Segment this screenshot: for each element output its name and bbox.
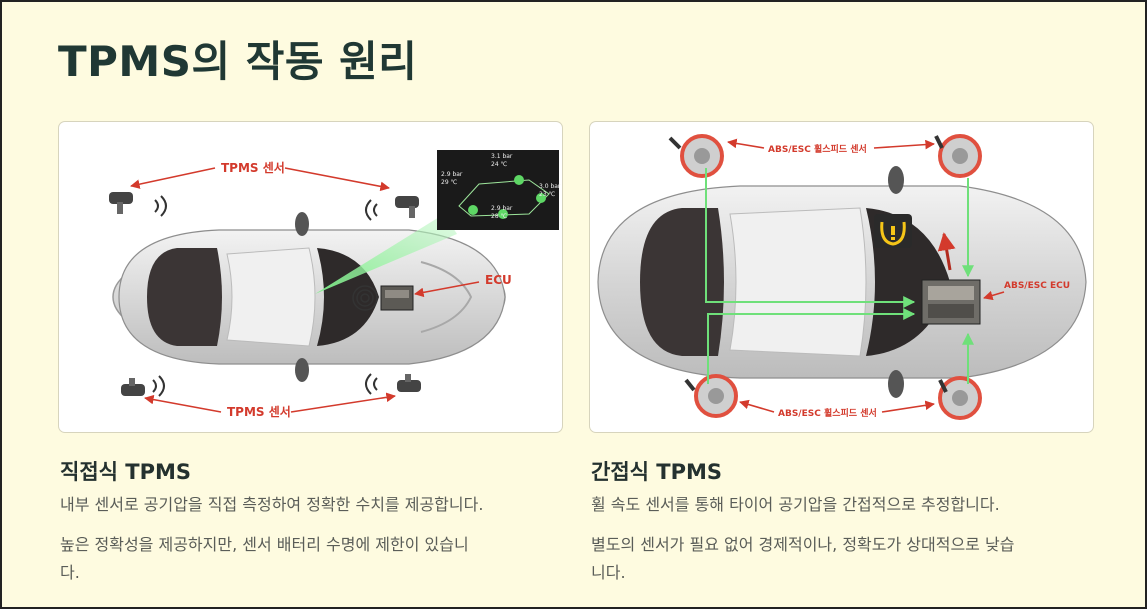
indirect-tpms-diagram: ABS/ESC 휠스피드 센서 ABS/ESC 휠스피드 센서 ABS/ESC … — [590, 122, 1093, 432]
reading-left-temp: 29 ℃ — [441, 179, 458, 186]
tpms-sensor-rear-left-icon — [121, 378, 145, 396]
arrow-bottom-right — [291, 396, 395, 412]
indirect-tpms-heading: 간접식 TPMS — [591, 456, 722, 486]
label-ecu: ECU — [485, 273, 512, 287]
arrow-top-left — [728, 142, 764, 148]
indirect-tpms-description-2: 별도의 센서가 필요 없어 경제적이나, 정확도가 상대적으로 낮습 니다. — [591, 531, 1091, 587]
reading-top-temp: 24 ℃ — [491, 161, 508, 168]
direct-tpms-description-2: 높은 정확성을 제공하지만, 센서 배터리 수명에 제한이 있습니 다. — [60, 531, 560, 587]
direct-tpms-diagram: TPMS 센서 TPMS 센서 ECU 3.1 bar — [59, 122, 562, 432]
indirect-tpms-image: ABS/ESC 휠스피드 센서 ABS/ESC 휠스피드 센서 ABS/ESC … — [590, 122, 1093, 432]
tpms-sensor-front-left-icon — [109, 192, 133, 214]
indirect-tpms-description-1: 휠 속도 센서를 통해 타이어 공기압을 간접적으로 추정합니다. — [591, 491, 1091, 519]
arrow-bottom-right — [882, 404, 934, 412]
wheel-speed-sensor-front-right-icon — [936, 136, 980, 176]
arrow-top-right — [285, 168, 389, 188]
label-tpms-sensor-top: TPMS 센서 — [221, 160, 285, 175]
arrow-bottom-left — [740, 402, 774, 412]
tpms-warning-icon — [874, 214, 912, 248]
page-title: TPMS의 작동 원리 — [58, 28, 417, 89]
abs-esc-ecu-module-icon — [922, 280, 980, 324]
signal-icon — [155, 196, 166, 216]
direct-tpms-image: TPMS 센서 TPMS 센서 ECU 3.1 bar — [59, 122, 562, 432]
signal-icon — [366, 200, 377, 220]
reading-right: 3.0 bar — [539, 183, 561, 190]
arrow-top-left — [131, 168, 215, 186]
signal-icon — [153, 376, 164, 396]
reading-top: 3.1 bar — [491, 153, 513, 160]
label-wheel-sensor-bottom: ABS/ESC 휠스피드 센서 — [778, 407, 877, 419]
label-wheel-sensor-top: ABS/ESC 휠스피드 센서 — [768, 143, 867, 155]
signal-icon — [366, 374, 377, 394]
wheel-speed-sensor-rear-left-icon — [686, 376, 736, 416]
reading-left: 2.9 bar — [441, 171, 463, 178]
arrow-top-right — [874, 144, 934, 148]
reading-bottom-temp: 28 ℃ — [491, 213, 508, 220]
dashboard-inset: 3.1 bar 24 ℃ 2.9 bar 29 ℃ 3.0 bar 23 ℃ 2… — [437, 150, 561, 230]
reading-bottom: 2.9 bar — [491, 205, 513, 212]
arrow-bottom-left — [145, 398, 221, 412]
wheel-speed-sensor-front-left-icon — [670, 136, 722, 176]
label-tpms-sensor-bottom: TPMS 센서 — [227, 404, 291, 419]
reading-right-temp: 23 ℃ — [539, 191, 556, 198]
direct-tpms-description-1: 내부 센서로 공기압을 직접 측정하여 정확한 수치를 제공합니다. — [60, 491, 560, 519]
wheel-speed-sensor-rear-right-icon — [940, 378, 980, 418]
direct-tpms-heading: 직접식 TPMS — [60, 456, 191, 486]
label-abs-esc-ecu: ABS/ESC ECU — [1004, 281, 1070, 291]
tpms-sensor-front-right-icon — [395, 196, 419, 218]
tpms-sensor-rear-right-icon — [397, 374, 421, 392]
